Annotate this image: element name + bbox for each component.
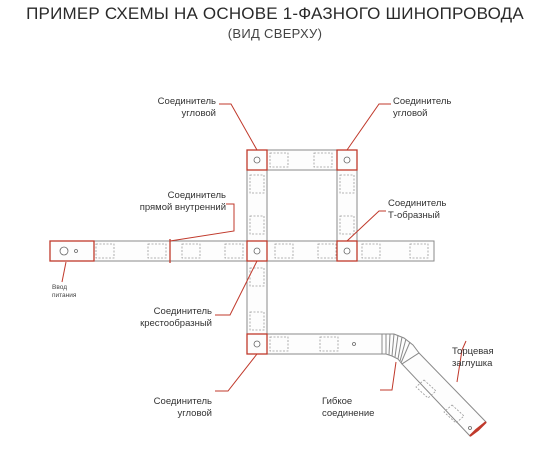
label-corner-top-left: Соединитель угловой	[158, 96, 216, 120]
leader-lines	[61, 103, 467, 392]
label-t-connector: Соединитель Т-образный	[388, 198, 446, 222]
label-line: крестообразный	[140, 318, 212, 329]
label-line: Соединитель	[153, 306, 212, 317]
label-straight-inner: Соединитель прямой внутренний	[140, 190, 226, 214]
connectors	[49, 149, 487, 437]
label-line: Ввод	[52, 284, 67, 291]
label-line: угловой	[177, 408, 212, 419]
label-line: Соединитель	[157, 96, 216, 107]
label-line: соединение	[322, 408, 375, 419]
label-line: заглушка	[452, 358, 493, 369]
label-line: Т-образный	[388, 210, 440, 221]
label-cross-connector: Соединитель крестообразный	[140, 306, 212, 330]
label-line: питания	[52, 292, 77, 299]
page-title: ПРИМЕР СХЕМЫ НА ОСНОВЕ 1-ФАЗНОГО ШИНОПРО…	[26, 4, 524, 23]
label-line: Гибкое	[322, 396, 353, 407]
label-corner-top-right: Соединитель угловой	[393, 96, 451, 120]
label-flexible: Гибкое соединение	[322, 396, 374, 420]
track-markings	[95, 152, 465, 424]
page-subtitle: (ВИД СВЕРХУ)	[227, 26, 323, 41]
label-line: Соединитель	[167, 190, 226, 201]
end-cap	[469, 421, 487, 437]
power-input-cap	[49, 240, 95, 262]
label-line: угловой	[393, 108, 428, 119]
mounting-holes	[59, 156, 472, 430]
label-line: угловой	[181, 108, 216, 119]
label-line: прямой внутренний	[139, 202, 226, 213]
track-vertical-right	[336, 149, 358, 262]
label-line: Соединитель	[393, 96, 452, 107]
label-line: Торцевая	[452, 346, 494, 357]
label-power-input: Ввод питания	[52, 284, 76, 300]
label-line: Соединитель	[153, 396, 212, 407]
label-end-cap: Торцевая заглушка	[452, 346, 494, 370]
label-line: Соединитель	[388, 198, 447, 209]
flexible-joint	[381, 333, 420, 365]
track-segments	[49, 149, 487, 437]
label-corner-bottom: Соединитель угловой	[154, 396, 212, 420]
